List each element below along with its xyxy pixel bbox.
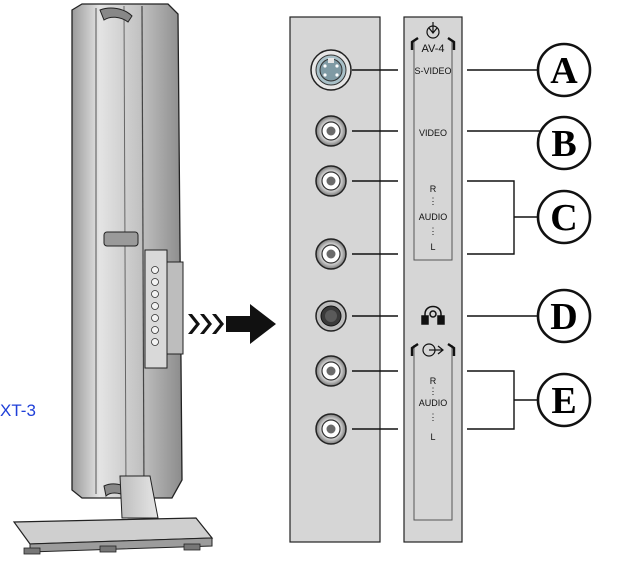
- audio-lower-group: R ⋮ AUDIO ⋮ L: [419, 376, 448, 442]
- out-r-jack: [315, 355, 347, 387]
- callout-e: E: [536, 372, 592, 428]
- svg-text:A: A: [550, 50, 578, 92]
- callout-a: A: [536, 42, 592, 98]
- svg-text:⋮: ⋮: [429, 412, 438, 422]
- input-arrow-icon: [426, 22, 440, 39]
- audio-upper-audio: AUDIO: [419, 212, 448, 222]
- audio-upper-group: R ⋮ AUDIO ⋮ L: [419, 184, 448, 252]
- audio-l-jack: [315, 238, 347, 270]
- connector-lines: [352, 69, 540, 430]
- svideo-label: S-VIDEO: [414, 66, 451, 76]
- svg-text:B: B: [551, 123, 576, 165]
- audio-lower-r: R: [430, 376, 437, 386]
- side-label: XT-3: [0, 401, 36, 420]
- audio-lower-audio: AUDIO: [419, 398, 448, 408]
- video-jack: [315, 115, 347, 147]
- audio-upper-r: R: [430, 184, 437, 194]
- pointer-arrow-icon: [188, 304, 276, 344]
- audio-upper-l: L: [430, 242, 435, 252]
- video-label: VIDEO: [419, 128, 447, 138]
- output-arrow-icon: [422, 343, 444, 357]
- callout-c: C: [536, 189, 592, 245]
- headphone-jack: [315, 300, 347, 332]
- callout-b: B: [536, 115, 592, 171]
- headphone-icon: [421, 305, 445, 325]
- svideo-jack: [310, 49, 352, 91]
- av-label: AV-4: [421, 43, 444, 55]
- svg-text:⋮: ⋮: [429, 386, 438, 396]
- jack-panel: [289, 16, 381, 543]
- callout-d: D: [536, 288, 592, 344]
- tv-side-view: [12, 3, 214, 555]
- svg-text:C: C: [550, 197, 577, 239]
- out-l-jack: [315, 413, 347, 445]
- svg-text:D: D: [550, 296, 577, 338]
- audio-r-jack: [315, 165, 347, 197]
- label-strip: [403, 16, 463, 543]
- svg-text:⋮: ⋮: [429, 196, 438, 206]
- svg-text:⋮: ⋮: [429, 226, 438, 236]
- audio-lower-l: L: [430, 432, 435, 442]
- svg-text:E: E: [551, 380, 576, 422]
